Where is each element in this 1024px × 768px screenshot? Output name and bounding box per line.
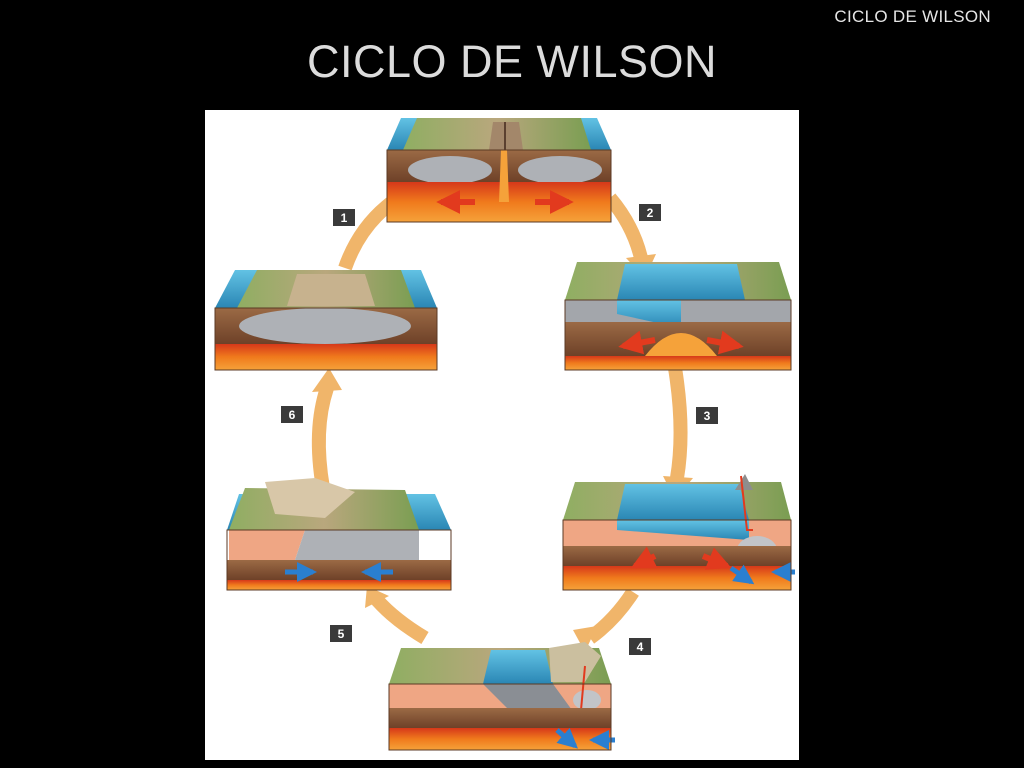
step-box-4: 4: [629, 638, 651, 655]
cycle-arrowhead-5: [365, 586, 389, 608]
step-box-5: 5: [330, 625, 352, 642]
continent-block-icon: [214, 270, 438, 371]
closing-ocean-block-icon: [388, 642, 615, 751]
cycle-arrow-4: [585, 588, 639, 644]
rift-block-icon: [386, 118, 612, 223]
step-box-1: 1: [333, 209, 355, 226]
step-box-2: 2: [639, 204, 661, 221]
ocean-basin-block-icon: [564, 262, 792, 371]
step-box-3: 3: [696, 407, 718, 424]
cycle-arrow-6: [311, 385, 334, 490]
step-label-5: 5: [338, 627, 345, 641]
diagram-canvas: 1 2 3 4 5 6: [214, 118, 795, 751]
step-label-4: 4: [637, 640, 644, 654]
cycle-arrow-3: [668, 366, 688, 480]
cycle-arrowhead-6: [312, 368, 342, 392]
slide-title: CICLO DE WILSON: [306, 36, 718, 87]
collision-block-icon: [226, 478, 452, 591]
step-label-1: 1: [341, 211, 348, 225]
step-box-6: 6: [281, 406, 303, 423]
cycle-arrowhead-4: [573, 626, 597, 652]
step-label-6: 6: [289, 408, 296, 422]
subduction-block-icon: [562, 474, 795, 591]
cycle-arrow-5: [371, 595, 429, 645]
step-label-3: 3: [704, 409, 711, 423]
wilson-cycle-diagram: 1 2 3 4 5 6: [205, 110, 799, 760]
step-label-2: 2: [647, 206, 654, 220]
cycle-arrow-2: [604, 193, 648, 260]
header-label: CICLO DE WILSON: [834, 7, 991, 26]
